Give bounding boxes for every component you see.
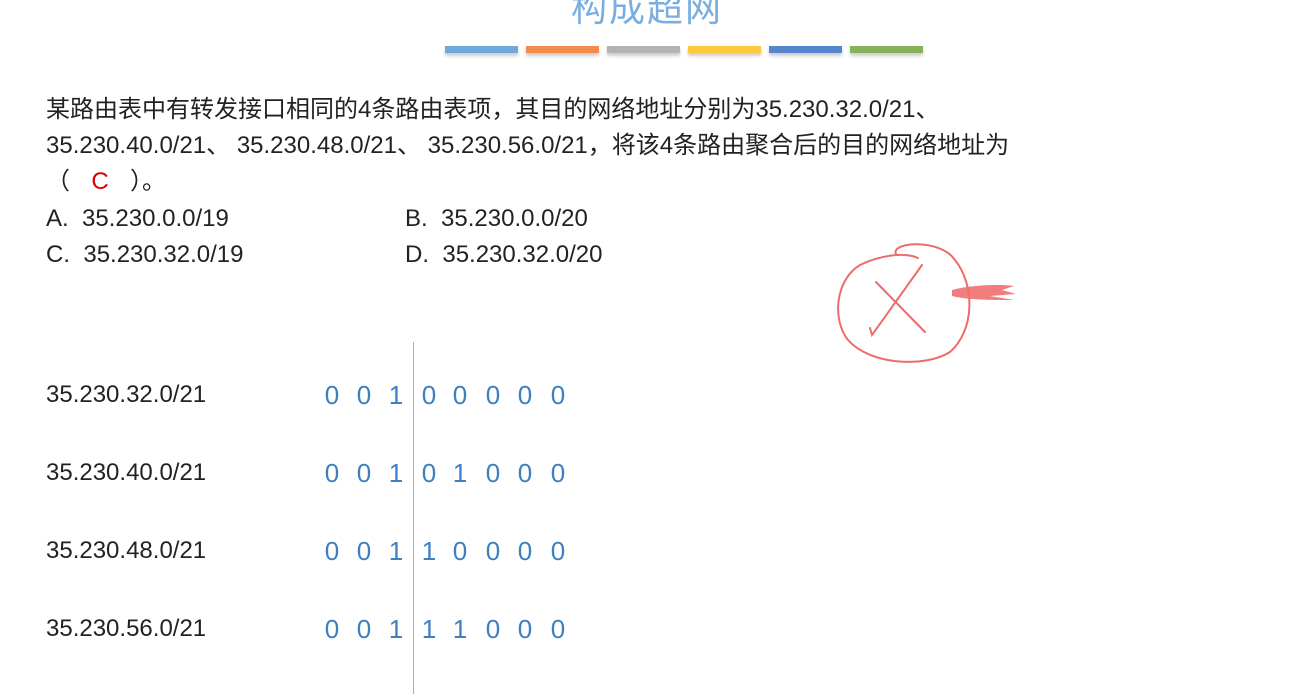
bit-digit: 0 bbox=[550, 458, 566, 488]
option-d: D. 35.230.32.0/20 bbox=[405, 241, 603, 268]
color-bar-6 bbox=[850, 46, 923, 53]
prefix-divider-line bbox=[413, 342, 414, 694]
option-c: C. 35.230.32.0/19 bbox=[46, 241, 244, 268]
bit-digit: 1 bbox=[452, 458, 468, 488]
bit-digit: 0 bbox=[452, 536, 468, 566]
color-bar-2 bbox=[526, 46, 599, 53]
bit-digit: 0 bbox=[356, 536, 372, 566]
color-bars bbox=[445, 46, 923, 53]
bit-digit: 0 bbox=[324, 536, 340, 566]
option-b: B. 35.230.0.0/20 bbox=[405, 205, 588, 232]
bit-digit: 0 bbox=[356, 380, 372, 410]
address-label: 35.230.40.0/21 bbox=[46, 459, 207, 486]
bit-digit: 0 bbox=[517, 380, 533, 410]
question-line-3: （ C ）。 bbox=[46, 164, 1246, 200]
bit-digit: 1 bbox=[388, 380, 404, 410]
slide-title: 构成超网 bbox=[570, 0, 723, 29]
color-bar-4 bbox=[688, 46, 761, 53]
color-bar-1 bbox=[445, 46, 518, 53]
bit-digit: 0 bbox=[550, 380, 566, 410]
circled-x-mark-icon bbox=[837, 243, 1016, 363]
bit-digit: 1 bbox=[421, 536, 437, 566]
bit-digit: 0 bbox=[356, 614, 372, 644]
bit-digit: 1 bbox=[452, 614, 468, 644]
question-line-2: 35.230.40.0/21、 35.230.48.0/21、 35.230.5… bbox=[46, 132, 1010, 159]
bit-digit: 0 bbox=[452, 380, 468, 410]
question-line-1: 某路由表中有转发接口相同的4条路由表项，其目的网络地址分别为35.230.32.… bbox=[46, 96, 940, 123]
bit-digit: 0 bbox=[517, 614, 533, 644]
bit-digit: 1 bbox=[388, 614, 404, 644]
answer-mark: C bbox=[91, 168, 109, 195]
bit-digit: 0 bbox=[324, 380, 340, 410]
question-text: 某路由表中有转发接口相同的4条路由表项，其目的网络地址分别为35.230.32.… bbox=[46, 92, 1246, 200]
address-label: 35.230.56.0/21 bbox=[46, 615, 207, 642]
address-label: 35.230.32.0/21 bbox=[46, 381, 207, 408]
bit-digit: 1 bbox=[388, 536, 404, 566]
paren-close: ）。 bbox=[130, 168, 166, 195]
bit-digit: 0 bbox=[324, 458, 340, 488]
bit-digit: 0 bbox=[550, 536, 566, 566]
color-bar-3 bbox=[607, 46, 680, 53]
bit-digit: 0 bbox=[550, 614, 566, 644]
bit-digit: 0 bbox=[421, 458, 437, 488]
option-a: A. 35.230.0.0/19 bbox=[46, 205, 229, 232]
bit-digit: 0 bbox=[356, 458, 372, 488]
bit-digit: 0 bbox=[517, 458, 533, 488]
bit-digit: 0 bbox=[485, 458, 501, 488]
bit-digit: 0 bbox=[485, 380, 501, 410]
bit-digit: 0 bbox=[324, 614, 340, 644]
paren-open: （ bbox=[46, 168, 70, 195]
bit-digit: 1 bbox=[421, 614, 437, 644]
address-label: 35.230.48.0/21 bbox=[46, 537, 207, 564]
color-bar-5 bbox=[769, 46, 842, 53]
bit-digit: 0 bbox=[485, 536, 501, 566]
bit-digit: 0 bbox=[517, 536, 533, 566]
bit-digit: 0 bbox=[485, 614, 501, 644]
bit-digit: 1 bbox=[388, 458, 404, 488]
bit-digit: 0 bbox=[421, 380, 437, 410]
